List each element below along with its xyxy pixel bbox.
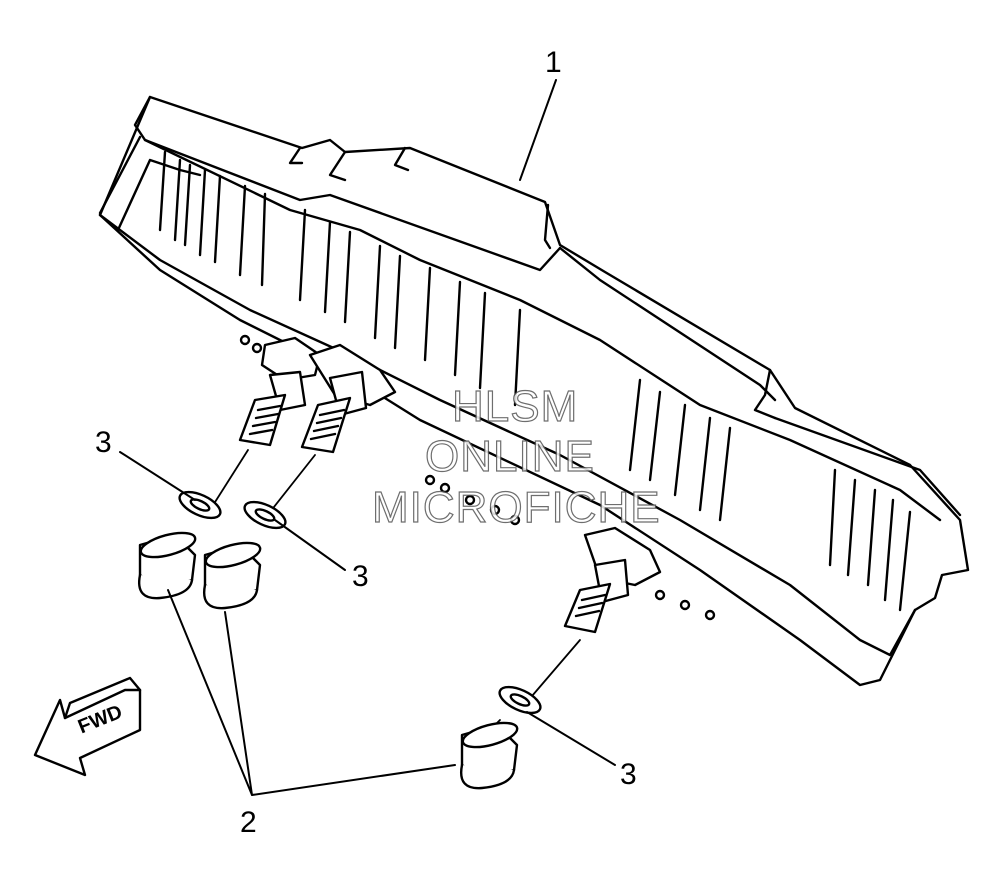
- callout-part-3-right: 3: [620, 758, 637, 791]
- watermark-line-1: HLSM: [451, 382, 579, 431]
- stud-left: [238, 370, 307, 447]
- callout-part-2: 2: [240, 806, 257, 839]
- stud-middle: [300, 370, 368, 454]
- callout-part-3-middle: 3: [352, 560, 369, 593]
- acorn-nut-middle: [203, 541, 262, 610]
- callout-part-3-left: 3: [95, 426, 112, 459]
- washer-right: [498, 685, 542, 715]
- acorn-nut-left: [138, 531, 197, 600]
- leader-lines: [119, 79, 616, 796]
- callout-part-1: 1: [545, 46, 562, 79]
- washer-left: [178, 490, 222, 520]
- watermark-line-3: MICROFICHE: [371, 483, 661, 532]
- acorn-nut-right: [460, 721, 519, 790]
- watermark-line-2: ONLINE: [424, 432, 595, 481]
- stud-right: [563, 558, 630, 634]
- fwd-direction-arrow: [33, 676, 142, 777]
- washer-middle: [243, 500, 287, 530]
